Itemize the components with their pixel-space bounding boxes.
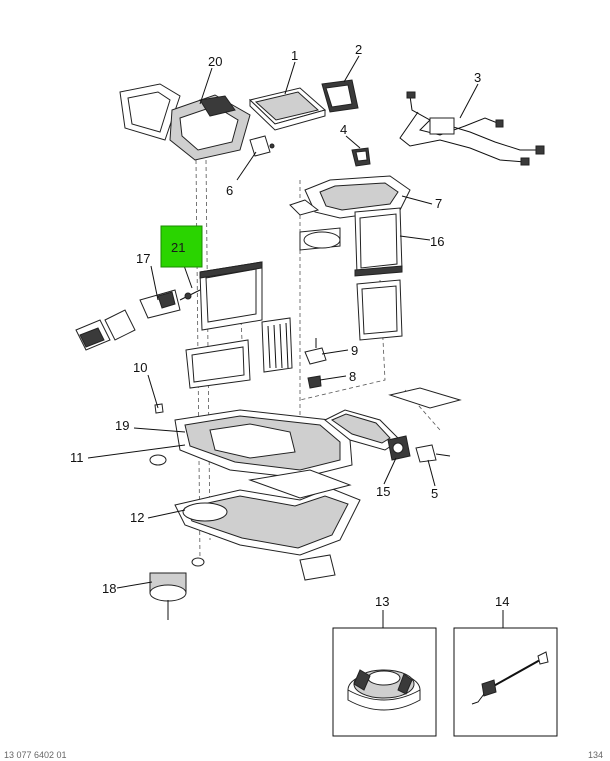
callout-4: 4: [340, 122, 347, 137]
callout-6: 6: [226, 183, 233, 198]
part-frame-lower: [185, 339, 251, 389]
callout-17: 17: [136, 251, 150, 266]
part-19-lower-case: [149, 403, 353, 479]
callout-8: 8: [349, 369, 356, 384]
part-4-clip: [351, 147, 371, 167]
inset-13: [332, 627, 437, 737]
part-grille: [261, 317, 293, 373]
part-16-evaporator: [299, 207, 403, 277]
part-9-sensor: [304, 338, 327, 365]
part-1-cabin-filter: [248, 87, 327, 131]
callout-13: 13: [375, 594, 389, 609]
callout-19: 19: [115, 418, 129, 433]
callout-leaders: [87, 55, 504, 628]
highlight-box-21: [160, 225, 203, 268]
part-17-blower-motor-assy: [75, 289, 201, 351]
part-8-clip: [307, 375, 322, 389]
callout-5: 5: [431, 486, 438, 501]
part-18-blower-wheel: [149, 572, 187, 620]
part-15-actuator: [387, 435, 411, 461]
part-20-upper-case: [119, 83, 251, 161]
part-7-case-top: [289, 175, 411, 219]
part-12-lower-housing: [174, 469, 361, 581]
callout-20: 20: [208, 54, 222, 69]
callout-14: 14: [495, 594, 509, 609]
callout-7: 7: [435, 196, 442, 211]
footer-right: 134: [588, 750, 603, 760]
callout-10: 10: [133, 360, 147, 375]
inset-14: [453, 627, 558, 737]
callout-labels: 20 1 2 3 4 6 7 16 21 17 9 8 10 19 11 12 …: [70, 42, 509, 609]
callout-18: 18: [102, 581, 116, 596]
part-2-bracket: [321, 79, 359, 113]
callout-12: 12: [130, 510, 144, 525]
callout-9: 9: [351, 343, 358, 358]
part-heater-core: [199, 261, 263, 331]
callout-11: 11: [70, 450, 84, 465]
callout-21: 21: [171, 240, 185, 255]
callout-1: 1: [291, 48, 298, 63]
part-heater-core-frame: [356, 279, 403, 341]
footer-left: 13 077 6402 01: [4, 750, 67, 760]
callout-3: 3: [474, 70, 481, 85]
part-5-bracket: [415, 444, 451, 463]
callout-16: 16: [430, 234, 444, 249]
callout-15: 15: [376, 484, 390, 499]
part-6-actuator: [249, 135, 275, 157]
part-3-wiring-harness: [399, 91, 545, 166]
callout-2: 2: [355, 42, 362, 57]
